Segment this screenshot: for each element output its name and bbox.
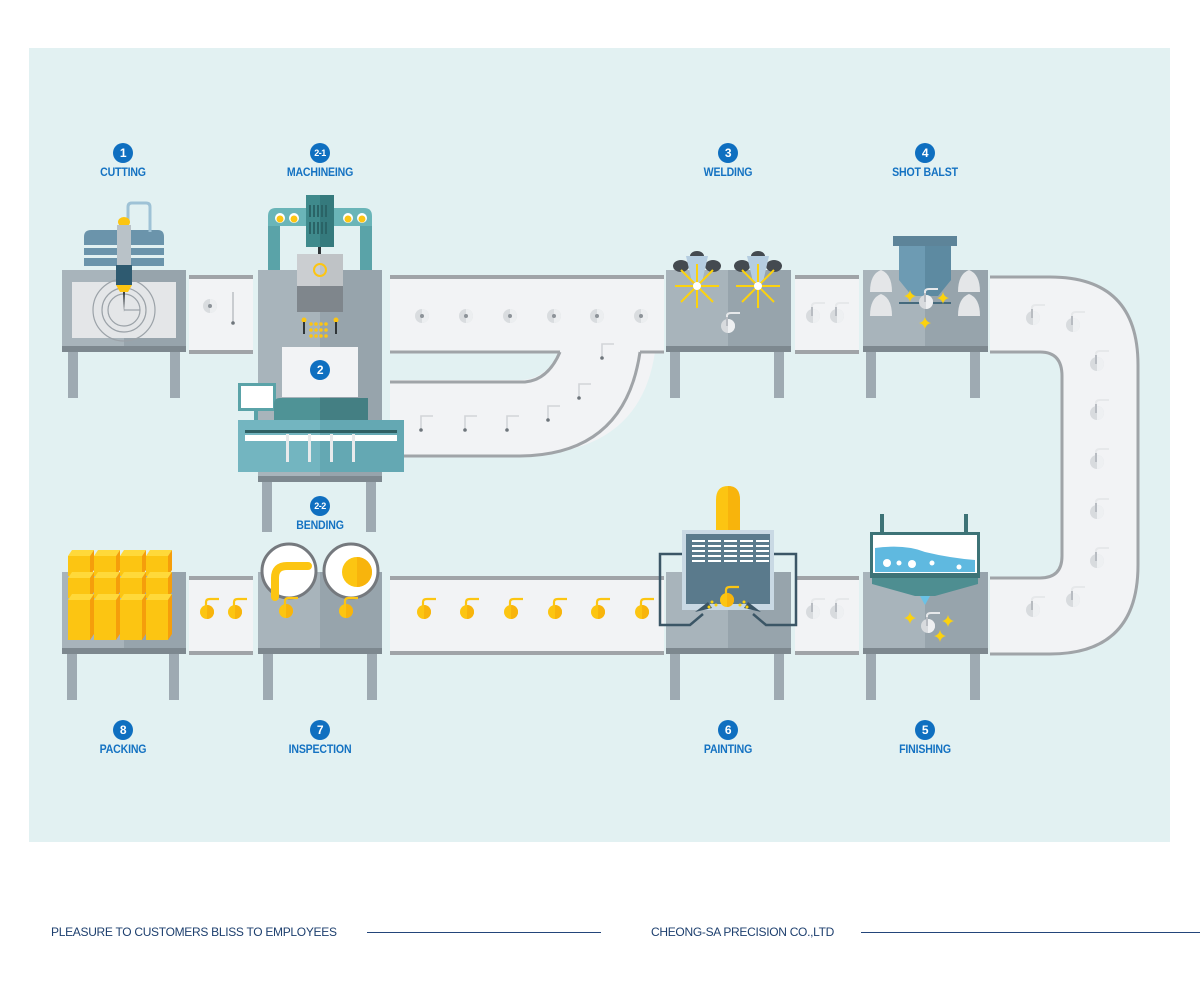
step-name: INSPECTION: [288, 742, 352, 756]
step-packing-label: 8 PACKING: [43, 720, 203, 756]
step-number-badge: 8: [113, 720, 133, 740]
step-number-badge: 1: [113, 143, 133, 163]
box: [68, 572, 94, 598]
step-name: PAINTING: [703, 742, 753, 756]
step-inspection-label: 7 INSPECTION: [240, 720, 400, 756]
conveyor-belts: [189, 275, 1140, 656]
packing-station: [62, 550, 186, 700]
inspection-machine: [258, 542, 382, 700]
box: [146, 594, 172, 640]
step-name: BENDING: [296, 518, 344, 532]
step-name: SHOT BALST: [892, 165, 958, 179]
box: [94, 550, 120, 576]
step-number-badge: 6: [718, 720, 738, 740]
cutting-machine: [62, 201, 186, 398]
box: [120, 594, 146, 640]
packed-boxes: [68, 550, 172, 640]
step-name: CUTTING: [100, 165, 146, 179]
step-machining-label: 2-1 MACHINEING: [240, 143, 400, 179]
footer-divider: [367, 932, 601, 933]
conveyor-parts: [198, 292, 1110, 621]
shot-blast-machine: [863, 236, 988, 398]
step-number-badge: 2-2: [310, 496, 330, 516]
step-welding-label: 3 WELDING: [648, 143, 808, 179]
raw-disc-part: [203, 299, 217, 313]
box: [146, 550, 172, 576]
box: [120, 572, 146, 598]
box: [146, 572, 172, 598]
welding-machine: [666, 251, 791, 398]
step-name: MACHINEING: [286, 165, 354, 179]
box: [94, 572, 120, 598]
footer-slogan: PLEASURE TO CUSTOMERS BLISS TO EMPLOYEES: [51, 925, 337, 939]
painting-machine: [658, 486, 798, 700]
step-name: WELDING: [703, 165, 753, 179]
step-painting-label: 6 PAINTING: [648, 720, 808, 756]
step-2-badge: 2: [240, 360, 400, 380]
step-number-badge: 7: [310, 720, 330, 740]
step-bending-label: 2-2 BENDING: [240, 496, 400, 532]
footer-company-name: CHEONG-SA PRECISION CO.,LTD: [651, 925, 835, 939]
box: [68, 594, 94, 640]
footer-divider: [861, 932, 1200, 933]
box: [68, 550, 94, 576]
step-number-badge: 2: [310, 360, 330, 380]
step-number-badge: 4: [915, 143, 935, 163]
step-finishing-label: 5 FINISHING: [845, 720, 1005, 756]
step-number-badge: 5: [915, 720, 935, 740]
step-name: FINISHING: [899, 742, 951, 756]
finishing-machine: [863, 514, 988, 700]
step-shot-blast-label: 4 SHOT BALST: [845, 143, 1005, 179]
process-diagram-panel: [29, 48, 1170, 842]
step-number-badge: 3: [718, 143, 738, 163]
box: [94, 594, 120, 640]
step-cutting-label: 1 CUTTING: [43, 143, 203, 179]
box: [120, 550, 146, 576]
step-number-badge: 2-1: [310, 143, 330, 163]
step-name: PACKING: [99, 742, 147, 756]
